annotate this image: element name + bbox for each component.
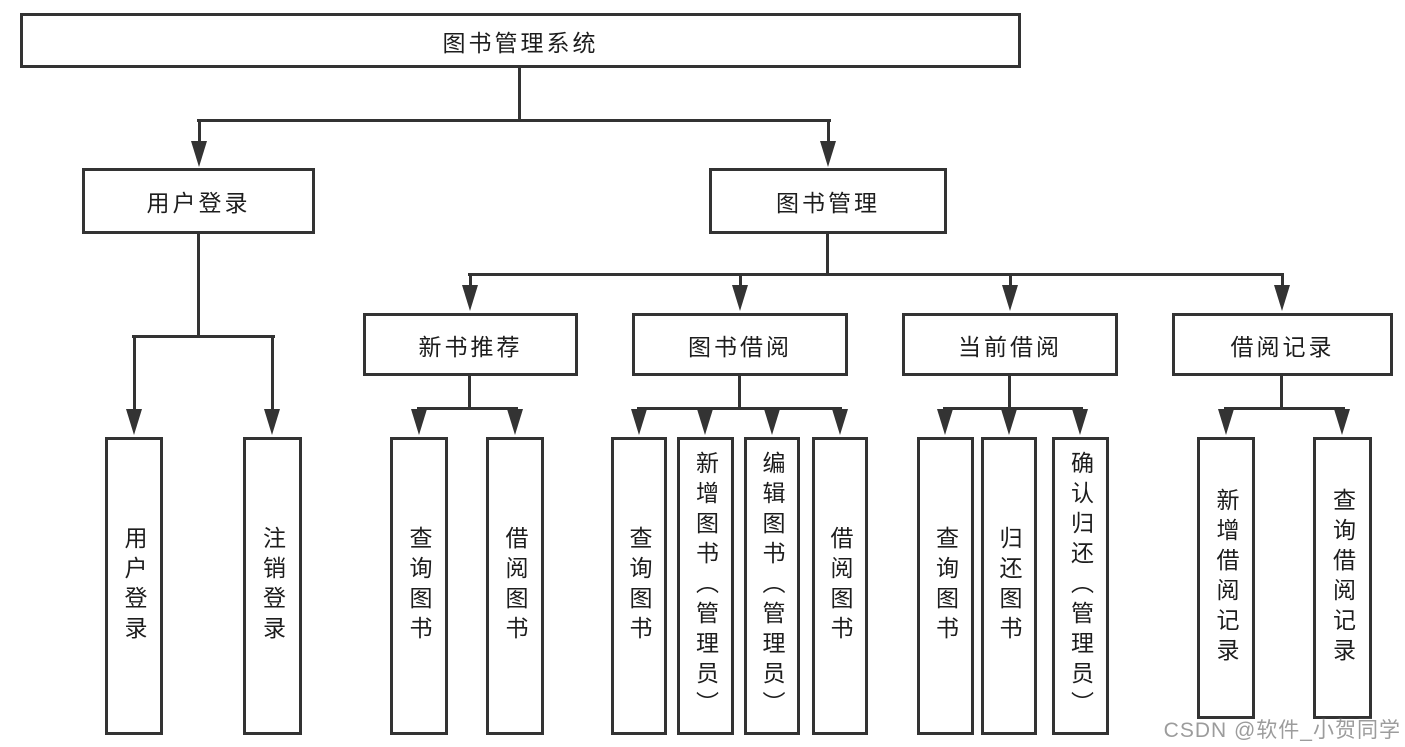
- connector-line: [826, 232, 829, 275]
- arrow-down-icon: [832, 409, 848, 435]
- arrow-down-icon: [937, 409, 953, 435]
- arrow-down-icon: [462, 285, 478, 311]
- node-book-borrowing: 图书借阅: [632, 313, 848, 376]
- arrow-down-icon: [1218, 409, 1234, 435]
- leaf-label: 归还图书: [996, 526, 1022, 646]
- arrow-down-icon: [411, 409, 427, 435]
- connector-line: [132, 335, 275, 338]
- connector-line: [739, 273, 742, 287]
- arrow-down-icon: [697, 409, 713, 435]
- leaf-borrow-books-2: 借阅图书: [812, 437, 868, 735]
- leaf-user-login: 用户登录: [105, 437, 163, 735]
- connector-line: [1281, 273, 1284, 287]
- connector-line: [637, 407, 841, 410]
- node-book-management: 图书管理: [709, 168, 947, 234]
- leaf-label: 查询图书: [932, 526, 959, 646]
- connector-line: [1009, 273, 1012, 287]
- node-new-book-recommend: 新书推荐: [363, 313, 578, 376]
- arrow-down-icon: [507, 409, 523, 435]
- leaf-label: 借阅图书: [502, 526, 528, 646]
- leaf-return-books: 归还图书: [981, 437, 1037, 735]
- node-label: 当前借阅: [958, 333, 1062, 360]
- leaf-label: 查询借阅记录: [1329, 488, 1356, 668]
- node-label: 图书借阅: [688, 333, 792, 360]
- arrow-down-icon: [1002, 285, 1018, 311]
- connector-line: [198, 119, 201, 143]
- leaf-logout-login: 注销登录: [243, 437, 302, 735]
- node-current-borrowing: 当前借阅: [902, 313, 1118, 376]
- node-label: 图书管理: [776, 190, 880, 216]
- connector-line: [943, 407, 1083, 410]
- leaf-label: 新增图书（管理员）: [692, 451, 719, 721]
- leaf-label: 注销登录: [259, 526, 286, 646]
- leaf-label: 用户登录: [121, 526, 147, 646]
- connector-line: [133, 335, 136, 411]
- leaf-label: 查询图书: [406, 526, 432, 646]
- arrow-down-icon: [631, 409, 647, 435]
- arrow-down-icon: [1274, 285, 1290, 311]
- connector-line: [197, 119, 831, 122]
- arrow-down-icon: [820, 141, 836, 167]
- leaf-query-borrow-record: 查询借阅记录: [1313, 437, 1372, 719]
- node-label: 新书推荐: [418, 333, 523, 360]
- arrow-down-icon: [264, 409, 280, 435]
- connector-line: [1280, 374, 1283, 409]
- node-label: 图书管理系统: [442, 29, 599, 56]
- connector-line: [738, 374, 741, 409]
- csdn-watermark: CSDN @软件_小贺同学: [1163, 719, 1401, 742]
- leaf-label: 新增借阅记录: [1213, 488, 1239, 668]
- node-user-login: 用户登录: [82, 168, 315, 234]
- leaf-label: 借阅图书: [827, 526, 853, 646]
- arrow-down-icon: [764, 409, 780, 435]
- connector-line: [417, 407, 518, 410]
- node-borrowing-records: 借阅记录: [1172, 313, 1393, 376]
- node-label: 借阅记录: [1230, 333, 1335, 360]
- leaf-query-books-1: 查询图书: [390, 437, 448, 735]
- arrow-down-icon: [1334, 409, 1350, 435]
- leaf-add-book-admin: 新增图书（管理员）: [677, 437, 734, 735]
- leaf-add-borrow-record: 新增借阅记录: [1197, 437, 1255, 719]
- leaf-label: 确认归还（管理员）: [1067, 451, 1094, 721]
- arrow-down-icon: [1072, 409, 1088, 435]
- connector-line: [1008, 374, 1011, 409]
- connector-line: [827, 119, 830, 143]
- leaf-label: 编辑图书（管理员）: [759, 451, 785, 721]
- connector-line: [271, 335, 274, 411]
- connector-line: [468, 374, 471, 409]
- connector-line: [468, 273, 1284, 276]
- leaf-query-books-2: 查询图书: [611, 437, 667, 735]
- connector-line: [469, 273, 472, 287]
- node-label: 用户登录: [146, 190, 251, 216]
- leaf-edit-book-admin: 编辑图书（管理员）: [744, 437, 800, 735]
- arrow-down-icon: [191, 141, 207, 167]
- connector-line: [518, 68, 521, 121]
- arrow-down-icon: [1001, 409, 1017, 435]
- leaf-confirm-return-admin: 确认归还（管理员）: [1052, 437, 1109, 735]
- connector-line: [197, 232, 200, 337]
- leaf-query-books-3: 查询图书: [917, 437, 974, 735]
- connector-line: [1224, 407, 1345, 410]
- leaf-borrow-books-1: 借阅图书: [486, 437, 544, 735]
- arrow-down-icon: [732, 285, 748, 311]
- arrow-down-icon: [126, 409, 142, 435]
- leaf-label: 查询图书: [626, 526, 652, 646]
- node-library-management-system: 图书管理系统: [20, 13, 1021, 68]
